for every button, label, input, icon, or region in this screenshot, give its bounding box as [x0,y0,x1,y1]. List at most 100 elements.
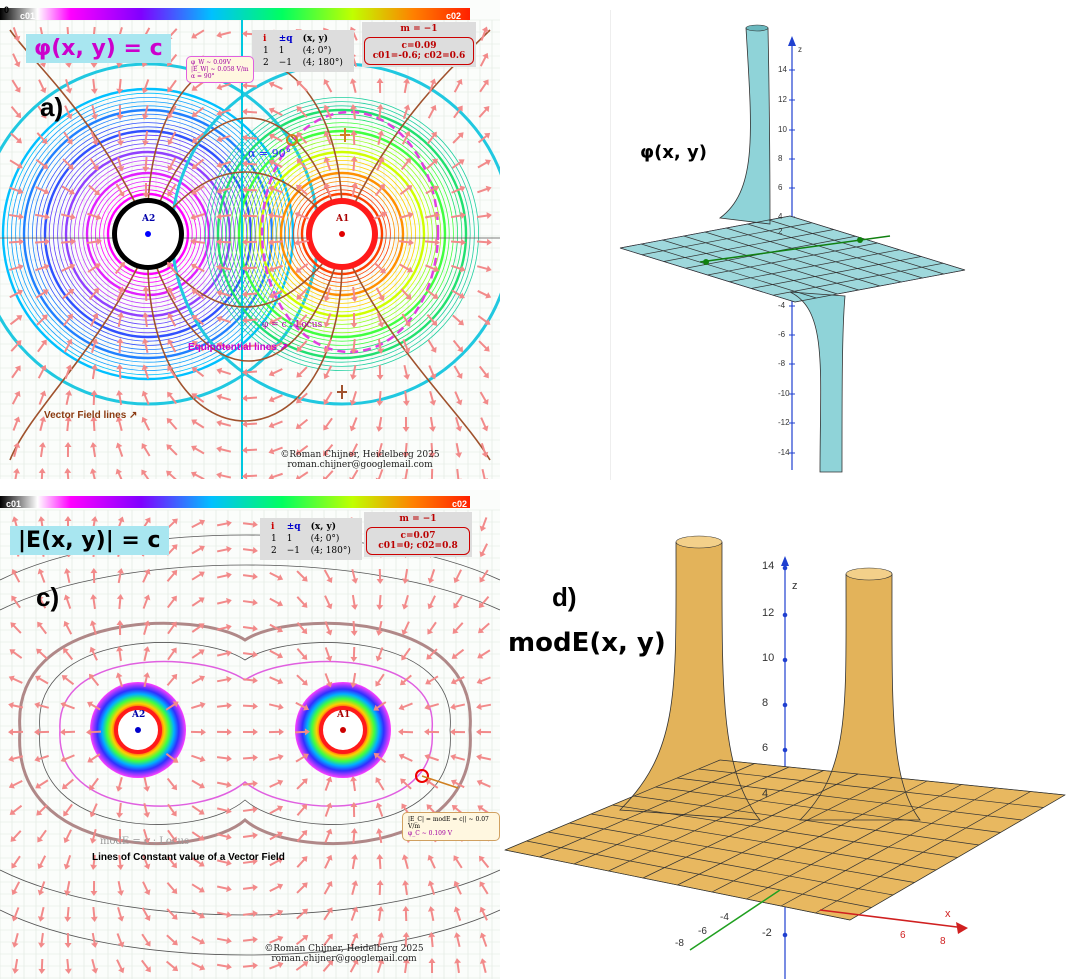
field-arrow [8,728,24,736]
field-arrow [295,753,309,763]
vector-field-label: Vector Field lines ↗ [44,410,138,421]
field-arrow [242,472,258,479]
field-arrow [191,132,204,144]
field-arrow [451,159,465,169]
field-arrow [324,647,333,662]
field-arrow [61,263,76,272]
point-w[interactable] [286,134,298,146]
field-arrow [116,286,125,301]
field-arrow [116,620,124,636]
field-arrow [191,419,205,429]
field-arrow [427,880,436,895]
field-arrow [216,263,232,271]
field-arrow [86,238,102,246]
field-arrow [322,443,334,457]
field-arrow [216,911,232,919]
field-arrow [242,780,258,788]
field-arrow [166,470,178,479]
field-arrow [269,909,284,918]
field-arrow [296,366,308,378]
field-arrow [323,365,333,380]
charge-a2[interactable] [135,727,141,733]
field-arrow [398,753,413,762]
field-arrow [37,855,47,870]
field-arrow [242,212,258,220]
field-arrow [374,183,385,197]
equipotential-ring-a2 [43,129,253,339]
panel-label-d: d) [552,582,577,612]
field-arrow [167,647,177,661]
colorbar [0,496,470,508]
field-arrow [426,131,437,145]
field-arrow [64,364,73,379]
field-arrow [268,238,284,246]
field-arrow [115,672,124,687]
field-arrow [324,854,333,869]
colorbar-left-label: c01 [20,11,36,21]
field-arrow [376,828,383,844]
field-arrow [141,104,149,120]
field-arrow [142,829,151,844]
field-arrow [294,239,310,246]
field-arrow [142,855,151,870]
field-arrow [87,753,101,763]
field-arrow [450,753,466,761]
field-arrow [401,313,411,327]
field-arrow [424,728,440,736]
field-arrow [167,621,177,635]
field-arrow [455,442,463,458]
field-arrow [268,212,284,219]
field-arrow [11,390,21,405]
field-arrow [450,676,465,685]
field-arrow [242,160,258,168]
field-arrow [350,312,358,328]
field-arrow [376,568,384,584]
field-arrow [402,442,410,458]
charge-a1[interactable] [340,727,346,733]
equipotential-ring-a1 [255,147,429,321]
z-tick-label: 8 [778,154,783,163]
equipotential-ring-a2 [32,118,264,350]
field-arrow [269,831,283,841]
field-arrow [242,108,258,116]
field-arrow [480,26,489,41]
field-arrow [242,650,258,658]
colorbar-right-label: c02 [446,11,462,21]
field-arrow [216,885,232,893]
field-arrow [143,802,151,818]
field-arrow [11,365,21,379]
field-arrow [191,909,205,919]
equipotential-ring-a1 [251,143,433,325]
field-arrow [191,962,206,971]
field-arrow [34,238,50,246]
field-arrow [216,367,231,376]
field-arrow [375,777,385,791]
point-c[interactable] [415,769,429,783]
field-arrow [451,648,465,659]
field-arrow [12,416,21,431]
field-arrow [216,289,231,297]
field-arrow [350,104,358,120]
field-arrow [453,569,463,584]
field-arrow [216,419,232,427]
field-arrow [375,647,384,662]
charge-a2[interactable] [145,231,151,237]
field-arrow [216,859,232,867]
field-arrow [480,443,489,458]
field-arrow [425,185,440,195]
field-arrow [350,620,358,636]
z-axis-label: z [792,580,798,592]
field-arrow [323,104,332,119]
field-arrow [64,416,72,432]
equipotential-ring-a1 [216,108,468,360]
field-arrow [452,622,464,634]
field-arrow [166,777,178,791]
field-arrow [216,702,232,710]
colorbar [0,8,470,20]
field-arrow [216,160,231,169]
field-arrow [216,31,232,39]
field-arrow [165,960,179,972]
charge-a1[interactable] [339,231,345,237]
field-arrow [216,83,231,91]
